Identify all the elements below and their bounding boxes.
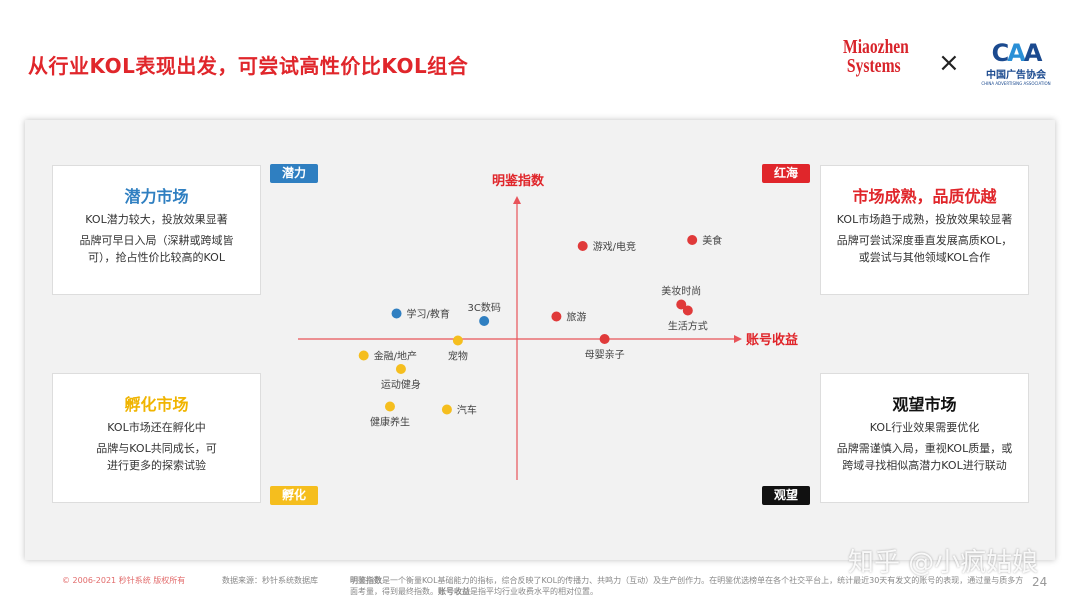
data-label: 生活方式 xyxy=(668,320,708,333)
data-label: 游戏/电竞 xyxy=(593,240,636,253)
quadrant-text: 品牌可尝试深度垂直发展高质KOL，或尝试与其他领域KOL合作 xyxy=(836,234,1013,264)
footnote: 明鉴指数是一个衡量KOL基础能力的指标，综合反映了KOL的传播力、共鸣力（互动）… xyxy=(350,575,1030,597)
y-axis-arrow xyxy=(513,196,521,204)
data-point xyxy=(551,311,562,322)
quadrant-title: 孵化市场 xyxy=(124,395,189,414)
tag-redsea: 红海 xyxy=(762,164,810,183)
data-point xyxy=(452,335,463,346)
quadrant-text: 品牌可早日入局（深耕或跨域皆可），抢占性价比较高的KOL xyxy=(79,234,234,264)
quadrant-title: 潜力市场 xyxy=(124,187,189,206)
copyright: © 2006-2021 秒针系统 版权所有 xyxy=(62,576,186,585)
quadrant-incubate-box: 孵化市场 KOL市场还在孵化中 品牌与KOL共同成长，可进行更多的探索试验 xyxy=(52,373,261,503)
tag-incubate: 孵化 xyxy=(270,486,318,505)
data-point xyxy=(441,404,452,415)
quadrant-title: 市场成熟，品质优越 xyxy=(852,187,997,206)
data-label: 美食 xyxy=(702,234,722,247)
data-point xyxy=(599,334,610,344)
data-point xyxy=(479,316,490,326)
data-label: 3C数码 xyxy=(467,301,500,314)
quadrant-text: KOL市场还在孵化中 xyxy=(107,421,206,434)
quadrant-text: KOL潜力较大，投放效果显著 xyxy=(85,213,228,226)
y-axis-label: 明鉴指数 xyxy=(492,173,545,189)
x-axis-label: 账号收益 xyxy=(746,332,798,348)
data-label: 运动健身 xyxy=(381,378,421,391)
miaozhen-logo: Miaozhen Systems xyxy=(843,36,909,77)
data-point xyxy=(395,364,406,374)
watermark: 知乎 @小疯姑娘 xyxy=(848,548,1039,578)
quadrant-watch-box: 观望市场 KOL行业效果需要优化 品牌需谨慎入局，重视KOL质量，或跨域寻找相似… xyxy=(820,373,1029,503)
note: 是一个衡量KOL基础能力的指标，综合反映了KOL的传播力、共鸣力（互动）及生产创… xyxy=(350,576,1024,596)
x-axis-arrow xyxy=(734,335,742,343)
tag-watch: 观望 xyxy=(762,486,810,505)
data-label: 金融/地产 xyxy=(374,350,417,363)
data-point xyxy=(676,299,687,310)
data-label: 美妆时尚 xyxy=(661,285,701,298)
times-sign: × xyxy=(938,48,960,78)
data-point xyxy=(577,241,588,251)
quadrant-text: 品牌与KOL共同成长，可进行更多的探索试验 xyxy=(96,442,217,472)
data-source: 数据来源：秒针系统数据库 xyxy=(222,576,318,585)
data-point xyxy=(384,401,395,412)
page-number: 24 xyxy=(1032,575,1048,589)
data-point xyxy=(391,308,402,319)
quadrant-potential-box: 潜力市场 KOL潜力较大，投放效果显著 品牌可早日入局（深耕或跨域皆可），抢占性… xyxy=(52,165,261,295)
data-point xyxy=(687,235,698,245)
data-label: 宠物 xyxy=(448,350,468,363)
caa-logo: CAA 中国广告协会 CHINA ADVERTISING ASSOCIATION xyxy=(974,40,1058,86)
quadrant-redsea-box: 市场成熟，品质优越 KOL市场趋于成熟，投放效果较显著 品牌可尝试深度垂直发展高… xyxy=(820,165,1029,295)
caa-name: 中国广告协会 xyxy=(986,70,1046,81)
quadrant-title: 观望市场 xyxy=(892,395,957,414)
data-label: 母婴亲子 xyxy=(585,348,625,361)
note: 是指平均行业收费水平的相对位置。 xyxy=(470,587,598,596)
term: 明鉴指数 xyxy=(350,576,382,585)
page-title: 从行业KOL表现出发，可尝试高性价比KOL组合 xyxy=(28,54,469,78)
data-point xyxy=(682,305,693,316)
quadrant-text: KOL市场趋于成熟，投放效果较显著 xyxy=(836,213,1013,226)
data-point xyxy=(358,350,369,361)
tag-potential: 潜力 xyxy=(270,164,318,183)
data-label: 汽车 xyxy=(457,404,477,417)
term: 账号收益 xyxy=(438,587,470,596)
quadrant-text: 品牌需谨慎入局，重视KOL质量，或跨域寻找相似高潜力KOL进行联动 xyxy=(836,442,1013,472)
data-label: 健康养生 xyxy=(370,416,410,429)
data-label: 旅游 xyxy=(566,311,586,324)
data-label: 学习/教育 xyxy=(407,308,450,321)
quadrant-text: KOL行业效果需要优化 xyxy=(869,421,980,434)
